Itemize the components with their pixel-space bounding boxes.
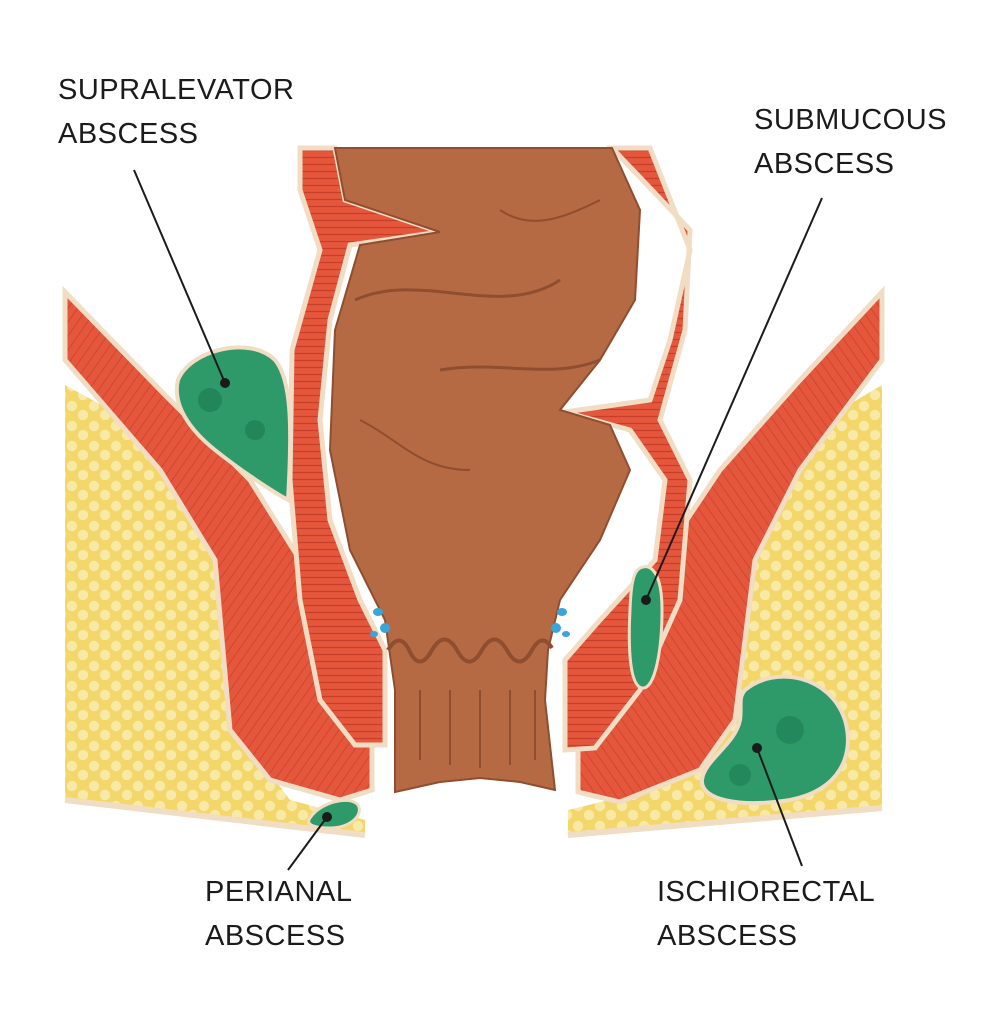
label-line: ABSCESS: [657, 920, 798, 952]
perianal-abscess: [307, 799, 361, 830]
label-line: SUBMUCOUS: [754, 104, 948, 136]
submucous-abscess: [627, 565, 664, 690]
label-line: ABSCESS: [754, 148, 895, 180]
leader-lines: [133, 169, 823, 871]
label-line: ISCHIORECTAL: [657, 876, 876, 908]
label-ischiorectal-abscess: ISCHIORECTAL ABSCESS: [657, 870, 875, 958]
label-supralevator-abscess: SUPRALEVATOR ABSCESS: [58, 68, 294, 156]
mucosa-body: [328, 147, 642, 794]
leader-ischiorectal: [756, 747, 803, 867]
label-line: ABSCESS: [205, 920, 346, 952]
fat-left: [65, 385, 365, 835]
dentate-line: [386, 637, 554, 664]
rectal-mucosa: [328, 147, 642, 794]
label-line: PERIANAL: [205, 876, 353, 908]
levator-left: [62, 285, 375, 803]
label-line: SUPRALEVATOR: [58, 74, 295, 106]
anal-glands: [370, 608, 570, 637]
leader-submucous: [645, 197, 823, 601]
label-submucous-abscess: SUBMUCOUS ABSCESS: [754, 98, 947, 186]
leader-perianal: [287, 816, 328, 871]
label-line: ABSCESS: [58, 118, 199, 150]
abscesses: [174, 345, 850, 830]
label-perianal-abscess: PERIANAL ABSCESS: [205, 870, 352, 958]
leader-supralevator: [133, 169, 226, 384]
supralevator-abscess: [174, 345, 293, 504]
